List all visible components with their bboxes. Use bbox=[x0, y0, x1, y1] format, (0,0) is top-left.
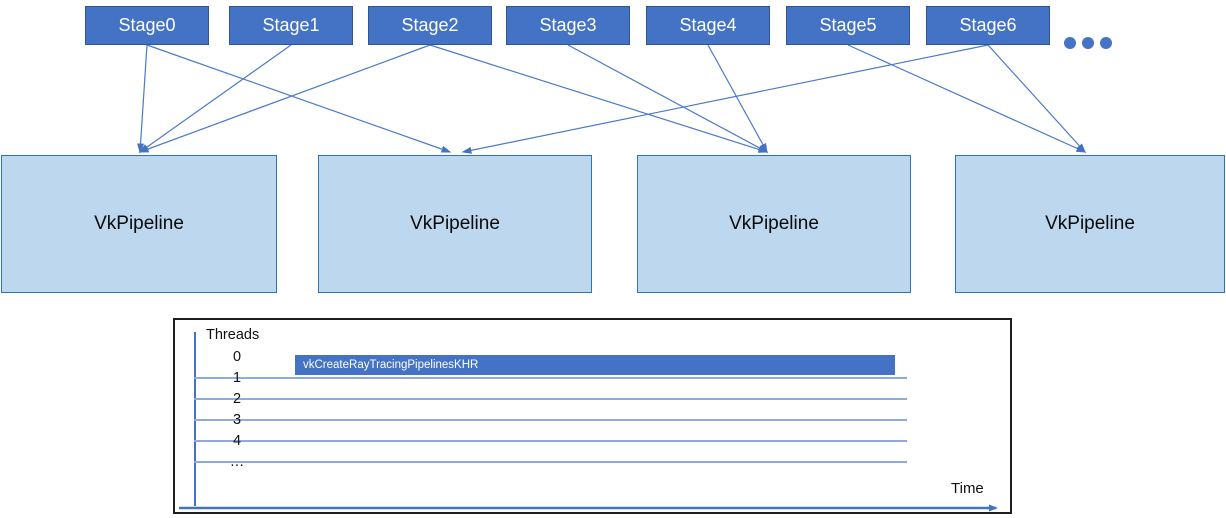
time-axis-title: Time bbox=[951, 480, 984, 497]
pipeline-box-0: VkPipeline bbox=[1, 155, 277, 293]
thread-row-separator bbox=[194, 377, 907, 379]
connector-stage2-pipeline2 bbox=[429, 44, 769, 153]
thread-row-label-0: 0 bbox=[232, 349, 242, 365]
connector-stage0-pipeline1 bbox=[146, 44, 452, 153]
thread-row-label-…: … bbox=[229, 454, 245, 470]
pipeline-box-1: VkPipeline bbox=[318, 155, 592, 293]
stage-box-2: Stage2 bbox=[368, 6, 492, 45]
thread-row-label-1: 1 bbox=[232, 370, 242, 386]
ellipsis-dot bbox=[1064, 37, 1076, 49]
connector-stage2-pipeline0 bbox=[138, 44, 431, 153]
pipeline-box-2: VkPipeline bbox=[637, 155, 911, 293]
timeline-bar: vkCreateRayTracingPipelinesKHR bbox=[295, 355, 895, 375]
thread-row-separator bbox=[194, 398, 907, 400]
thread-row-separator bbox=[194, 419, 907, 421]
connector-stage5-pipeline3 bbox=[847, 44, 1087, 153]
ellipsis-dot bbox=[1082, 37, 1094, 49]
thread-row-label-4: 4 bbox=[232, 433, 242, 449]
timeline-bar-label: vkCreateRayTracingPipelinesKHR bbox=[303, 359, 479, 371]
connector-stage6-pipeline3 bbox=[987, 44, 1087, 154]
connector-stage1-pipeline0 bbox=[138, 44, 292, 153]
connector-stage4-pipeline2 bbox=[707, 44, 768, 154]
thread-timeline-chart: Threads 0 1 2 3 4 … vkCreateRayTracingPipelin… bbox=[173, 318, 1012, 514]
thread-row-separator bbox=[194, 461, 907, 463]
stage-box-1: Stage1 bbox=[229, 6, 353, 45]
stage-box-4: Stage4 bbox=[646, 6, 770, 45]
stage-box-6: Stage6 bbox=[926, 6, 1050, 45]
thread-row-label-3: 3 bbox=[232, 412, 242, 428]
connector-stage0-pipeline0 bbox=[137, 44, 148, 154]
stage-box-5: Stage5 bbox=[786, 6, 910, 45]
stage-box-3: Stage3 bbox=[506, 6, 630, 45]
connector-stage6-pipeline1 bbox=[461, 44, 989, 154]
stage-box-0: Stage0 bbox=[85, 6, 209, 45]
thread-row-separator bbox=[194, 440, 907, 442]
threads-axis-title: Threads bbox=[206, 327, 260, 343]
pipeline-box-3: VkPipeline bbox=[955, 155, 1225, 293]
ellipsis-dot bbox=[1100, 37, 1112, 49]
time-axis-arrow bbox=[179, 504, 998, 512]
connector-stage3-pipeline2 bbox=[567, 44, 769, 153]
thread-row-label-2: 2 bbox=[232, 391, 242, 407]
